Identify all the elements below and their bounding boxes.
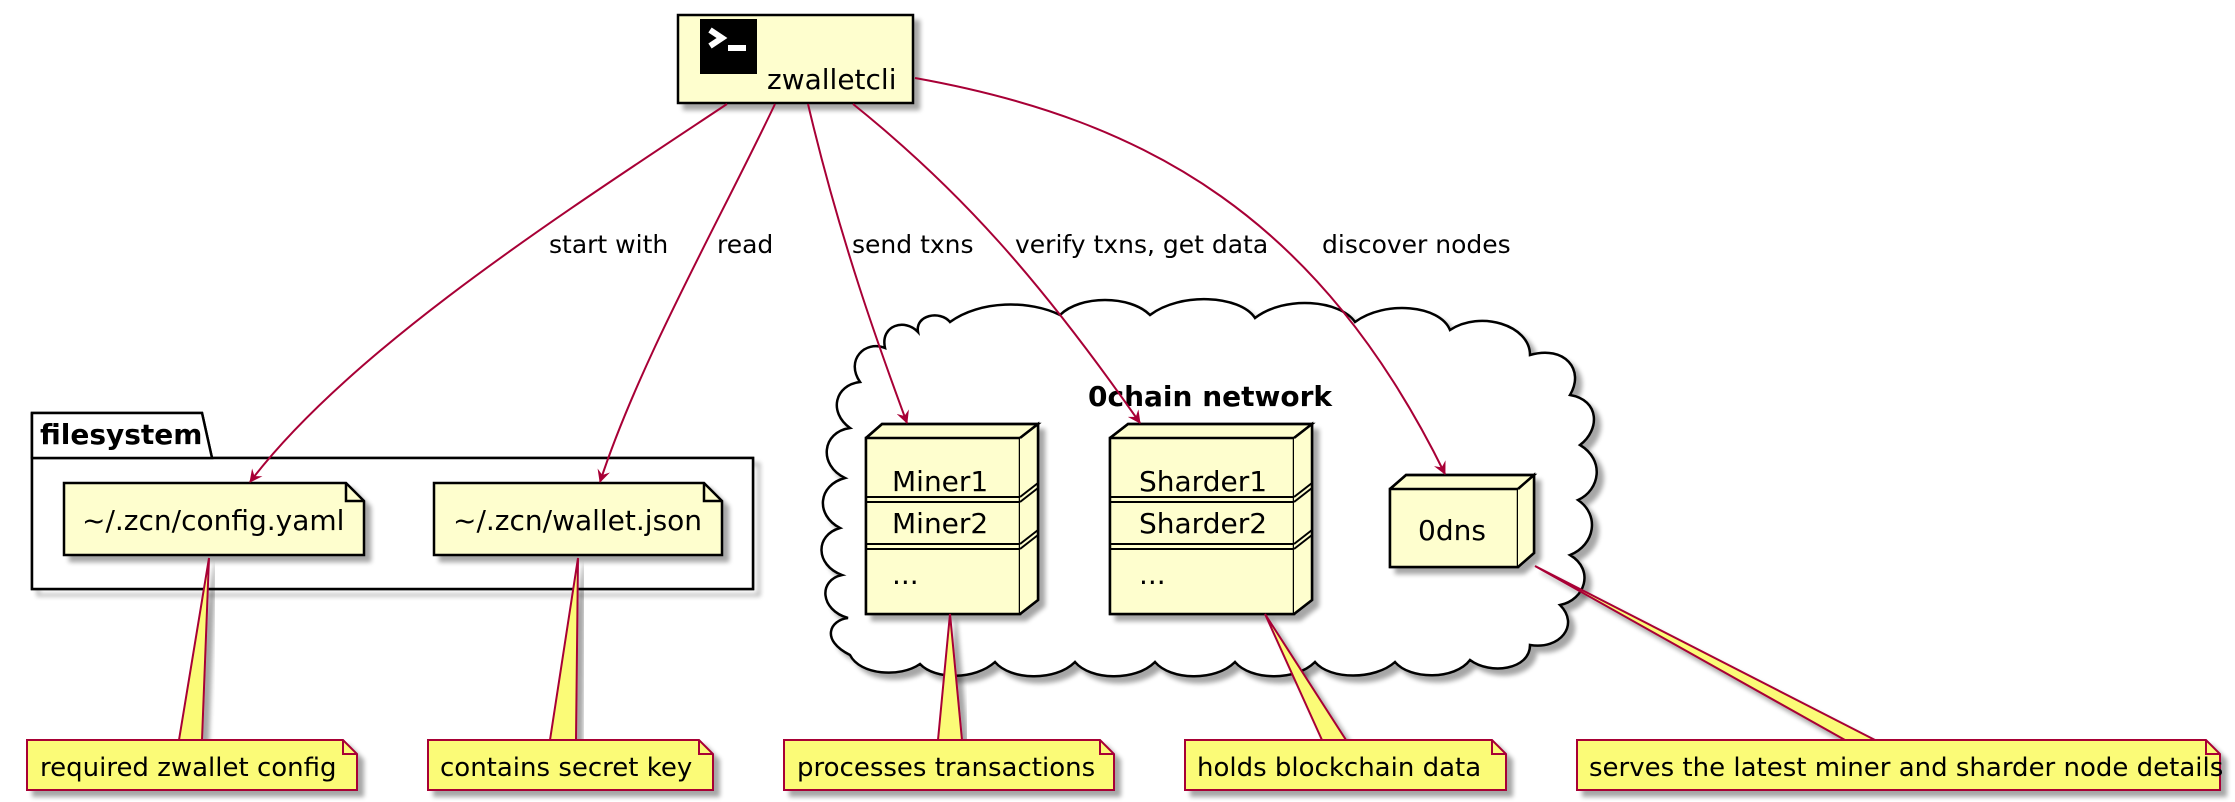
note-config: required zwallet config [26, 739, 358, 791]
edges [249, 77, 1446, 483]
miner-item: Miner2 [892, 507, 988, 540]
edge-start-with [249, 103, 728, 483]
edge-label-send-txns: send txns [852, 230, 974, 259]
miner-item: ... [892, 558, 919, 591]
note-dns-text: serves the latest miner and sharder node… [1589, 753, 2223, 783]
sharder-item: ... [1139, 558, 1166, 591]
network-title: 0chain network [1088, 380, 1333, 413]
edge-discover [914, 77, 1446, 475]
edge-label-verify: verify txns, get data [1015, 230, 1268, 259]
note-config-text: required zwallet config [40, 753, 337, 783]
dns-label: 0dns [1418, 514, 1486, 547]
note-miners-text: processes transactions [797, 753, 1095, 783]
config-file: ~/.zcn/config.yaml [62, 481, 366, 557]
sharder-item: Sharder2 [1139, 507, 1267, 540]
edge-label-read: read [717, 230, 773, 259]
config-file-label: ~/.zcn/config.yaml [82, 504, 344, 537]
sharder-node: Sharder1 Sharder2 ... [1108, 421, 1316, 616]
wallet-file-label: ~/.zcn/wallet.json [453, 504, 702, 537]
zwalletcli-label: zwalletcli [767, 63, 896, 96]
note-sharders-text: holds blockchain data [1197, 753, 1481, 783]
note-wallet: contains secret key [427, 739, 714, 791]
miner-item: Miner1 [892, 465, 988, 498]
zwalletcli-node: zwalletcli [676, 13, 915, 105]
edge-read [597, 103, 776, 483]
note-dns: serves the latest miner and sharder node… [1576, 739, 2223, 791]
filesystem-title: filesystem [40, 418, 202, 451]
edge-label-discover: discover nodes [1322, 230, 1511, 259]
edge-verify [852, 103, 1141, 424]
note-miners: processes transactions [783, 739, 1115, 791]
wallet-file: ~/.zcn/wallet.json [432, 481, 724, 557]
edge-label-start-with: start with [549, 230, 668, 259]
edge-send-txns [807, 103, 909, 424]
dns-node: 0dns [1388, 472, 1538, 569]
sharder-item: Sharder1 [1139, 465, 1267, 498]
note-sharders: holds blockchain data [1184, 739, 1507, 791]
terminal-icon [700, 19, 757, 74]
note-wallet-text: contains secret key [440, 753, 692, 783]
miner-node: Miner1 Miner2 ... [864, 421, 1042, 616]
